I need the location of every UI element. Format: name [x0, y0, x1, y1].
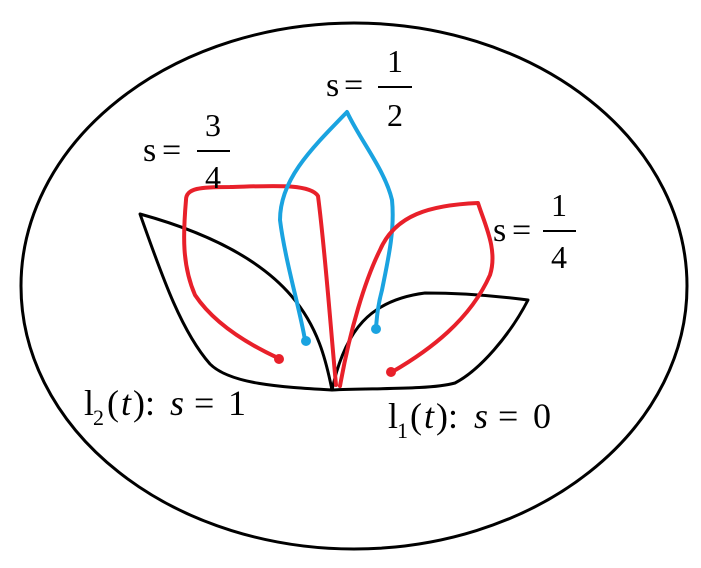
- label-l1-sub: 1: [397, 418, 408, 443]
- label-s-quarter-den: 4: [551, 239, 567, 275]
- label-l2-t: t: [121, 383, 132, 423]
- label-s-half-den: 2: [387, 97, 403, 133]
- label-l1-eq: =: [498, 396, 518, 436]
- loop-s-quarter-endpoint: [386, 367, 396, 377]
- label-l2-open: (: [107, 383, 119, 423]
- loop-s-three-quarter: [182, 183, 338, 387]
- label-s-half-num: 1: [387, 43, 403, 79]
- label-l2-s: s: [170, 383, 184, 423]
- label-l1-s: s: [474, 396, 488, 436]
- label-l1: l 1 ( t ): s = 0: [388, 396, 551, 443]
- label-s-quarter-eq: =: [512, 212, 531, 249]
- label-l1-val: 0: [533, 396, 551, 436]
- label-s-half-eq: =: [344, 67, 363, 104]
- label-l2-sub: 2: [93, 405, 104, 430]
- label-s-three-quarter-den: 4: [205, 159, 221, 195]
- loop-s-half: [278, 110, 395, 342]
- label-l2-val: 1: [228, 383, 246, 423]
- label-l1-open: (: [410, 396, 422, 436]
- outer-ellipse: [19, 21, 689, 551]
- label-s-three-quarter-eq: =: [162, 132, 181, 169]
- loop-s-three-quarter-endpoint: [274, 354, 284, 364]
- label-s-three-quarter-num: 3: [205, 107, 221, 143]
- label-s-three-quarter: s = 3 4: [143, 107, 230, 195]
- label-s-quarter-num: 1: [551, 187, 567, 223]
- label-s-three-quarter-lhs: s: [143, 132, 156, 169]
- label-l2: l 2 ( t ): s = 1: [84, 383, 246, 430]
- label-s-quarter-lhs: s: [493, 212, 506, 249]
- label-l2-l: l: [84, 383, 94, 423]
- label-s-half: s = 1 2: [326, 43, 412, 133]
- label-l1-t: t: [424, 396, 435, 436]
- label-s-half-lhs: s: [326, 67, 339, 104]
- loop-s-half-endpoint-right: [371, 324, 381, 334]
- loop-s-quarter: [338, 201, 495, 388]
- loop-l1: [330, 291, 530, 392]
- label-l1-l: l: [388, 396, 398, 436]
- label-l2-close-colon: ):: [133, 383, 155, 423]
- loop-l2: [138, 212, 334, 392]
- loop-s-half-endpoint-left: [301, 336, 311, 346]
- label-s-quarter: s = 1 4: [493, 187, 576, 275]
- label-l2-eq: =: [194, 383, 214, 423]
- label-l1-close-colon: ):: [436, 396, 458, 436]
